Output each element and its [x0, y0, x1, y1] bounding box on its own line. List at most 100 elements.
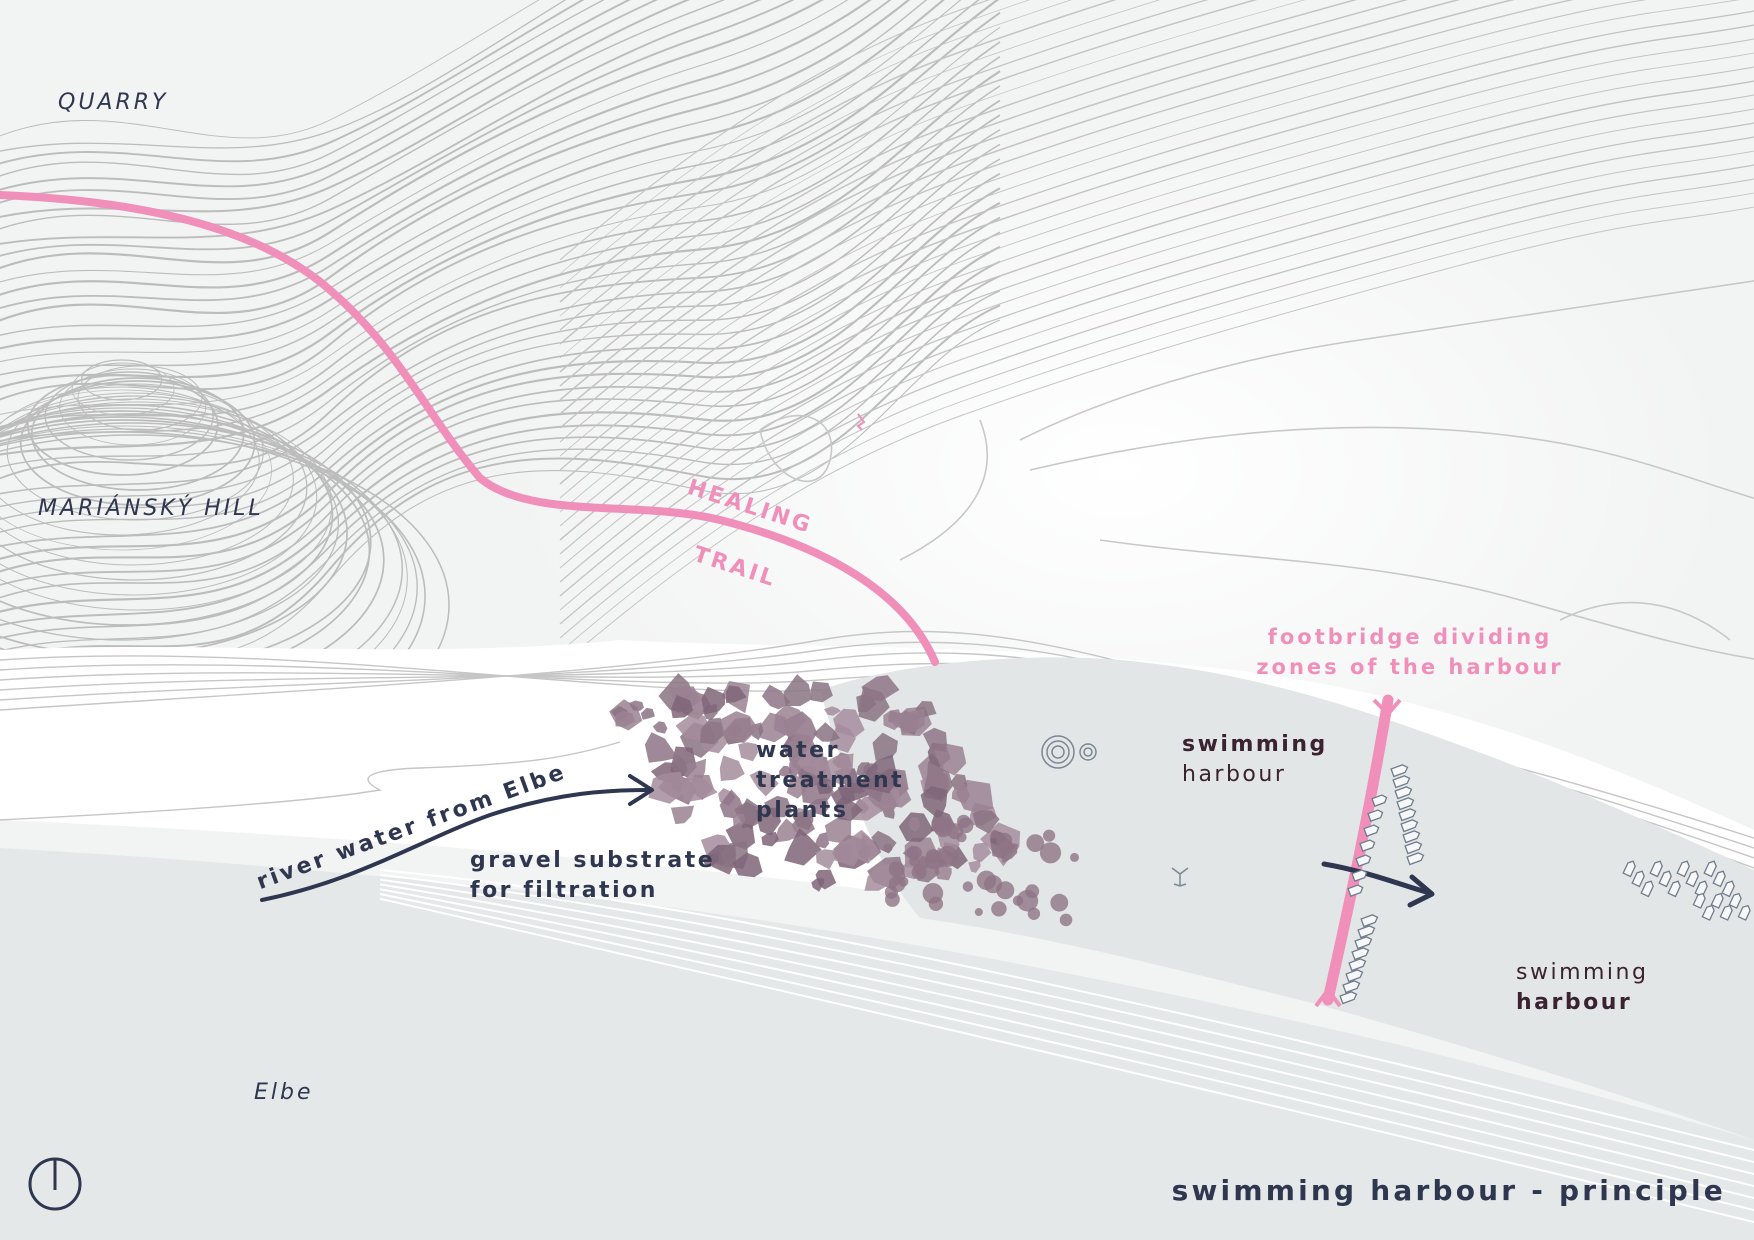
boat-hull [1339, 991, 1358, 1005]
footbridge-label: footbridge dividing zones of the harbour [1250, 622, 1570, 682]
plant-blob [719, 755, 745, 781]
embankment-line [379, 893, 1754, 1211]
hill-contour [0, 99, 1001, 480]
boat-hull [1728, 892, 1742, 909]
plant-blob [761, 684, 791, 710]
boat-hull [1394, 786, 1413, 800]
boat-hull [1692, 892, 1706, 909]
boat-hull [1342, 980, 1361, 994]
hill-ring [0, 389, 272, 551]
plant-blob [828, 723, 856, 753]
plant-blob [972, 810, 1000, 834]
plant-blob [670, 805, 695, 825]
valley-contour [559, 0, 1306, 359]
boat-hull [1371, 794, 1388, 807]
valley-contours [559, 0, 1754, 667]
plant-blob [725, 685, 747, 703]
boat [1685, 870, 1699, 888]
hill-contour [0, 231, 1001, 599]
plant-blob [700, 717, 725, 745]
boat-hull [1685, 870, 1699, 888]
boat [1339, 991, 1358, 1005]
plant-blob [885, 892, 900, 907]
east-contour [1559, 601, 1731, 641]
plant-blob [774, 818, 801, 843]
hill-ring [6, 383, 264, 521]
plant-blob [815, 849, 836, 870]
embankment-line [379, 888, 1754, 1199]
hill-contour [0, 11, 1001, 401]
plant-blob [784, 828, 822, 866]
hill-contour [0, 0, 659, 204]
plant-blob [996, 881, 1015, 900]
plant-blob [888, 875, 906, 893]
hill-ring [0, 398, 318, 596]
hill-contour [0, 0, 605, 177]
boat [1390, 764, 1409, 778]
plant-blob [933, 743, 967, 776]
boat-hull [1703, 860, 1717, 878]
swimming-harbour-label-a: swimming harbour [1182, 730, 1328, 790]
plant-blob [1026, 834, 1045, 852]
gravel-line-2: for filtration [470, 878, 658, 903]
plant-blob [814, 832, 830, 849]
plant-blob [836, 796, 863, 821]
plant-blob [976, 870, 997, 890]
boat-hull [1392, 775, 1411, 789]
boat [1402, 830, 1421, 844]
plant-blob [644, 732, 679, 763]
hill-contour [0, 0, 762, 245]
boat-hull [1351, 869, 1368, 882]
valley-contour [559, 66, 1754, 527]
footbridge-line-1: footbridge dividing [1267, 625, 1553, 649]
valley-contour [559, 94, 1754, 555]
boat [1400, 819, 1419, 833]
boat [1658, 870, 1672, 888]
plant-blob [792, 808, 814, 831]
hill-contour [0, 0, 945, 350]
plant-blob [786, 774, 807, 799]
valley-contour [559, 192, 1754, 653]
north-arrow-icon [28, 1157, 82, 1211]
boat-hull [1622, 860, 1636, 878]
plant-blob [823, 753, 854, 785]
hill-contour [0, 26, 1001, 415]
harbour-water [820, 657, 1754, 1140]
boat-hull [1658, 870, 1672, 888]
hill-contour [0, 216, 1001, 586]
boat-hull [1398, 808, 1417, 822]
plant-blob [808, 798, 830, 816]
hill-ring [0, 395, 308, 581]
boat [1649, 860, 1663, 878]
valley-contour [559, 136, 1754, 597]
plant-blob [824, 706, 842, 716]
plant-blob [859, 754, 899, 794]
plant-blob [1043, 829, 1056, 842]
plant-blob [864, 864, 897, 891]
hill-contour [0, 0, 849, 283]
boat [1712, 870, 1726, 888]
swimmer-icon [1041, 735, 1189, 887]
hill-contour [0, 114, 1001, 495]
embankment-line [379, 869, 1754, 1151]
boat [1692, 892, 1706, 909]
plant-blob [968, 859, 981, 873]
plant-blob [670, 695, 694, 719]
plant-blob [991, 901, 1007, 917]
plant-blob [996, 832, 1013, 849]
healing-trail-line [0, 191, 939, 666]
valley-contour [559, 0, 1030, 275]
boat [1345, 969, 1364, 983]
plant-blob [796, 747, 824, 777]
valley-contour [559, 150, 1754, 611]
boat [1347, 884, 1364, 897]
plant-blob [701, 686, 726, 715]
boat [1360, 914, 1379, 928]
valley-contour [559, 122, 1754, 583]
plant-blob [652, 721, 668, 734]
plant-blob [911, 864, 927, 880]
boat-hull [1363, 824, 1380, 837]
footbridge-top-flare [1372, 698, 1402, 717]
